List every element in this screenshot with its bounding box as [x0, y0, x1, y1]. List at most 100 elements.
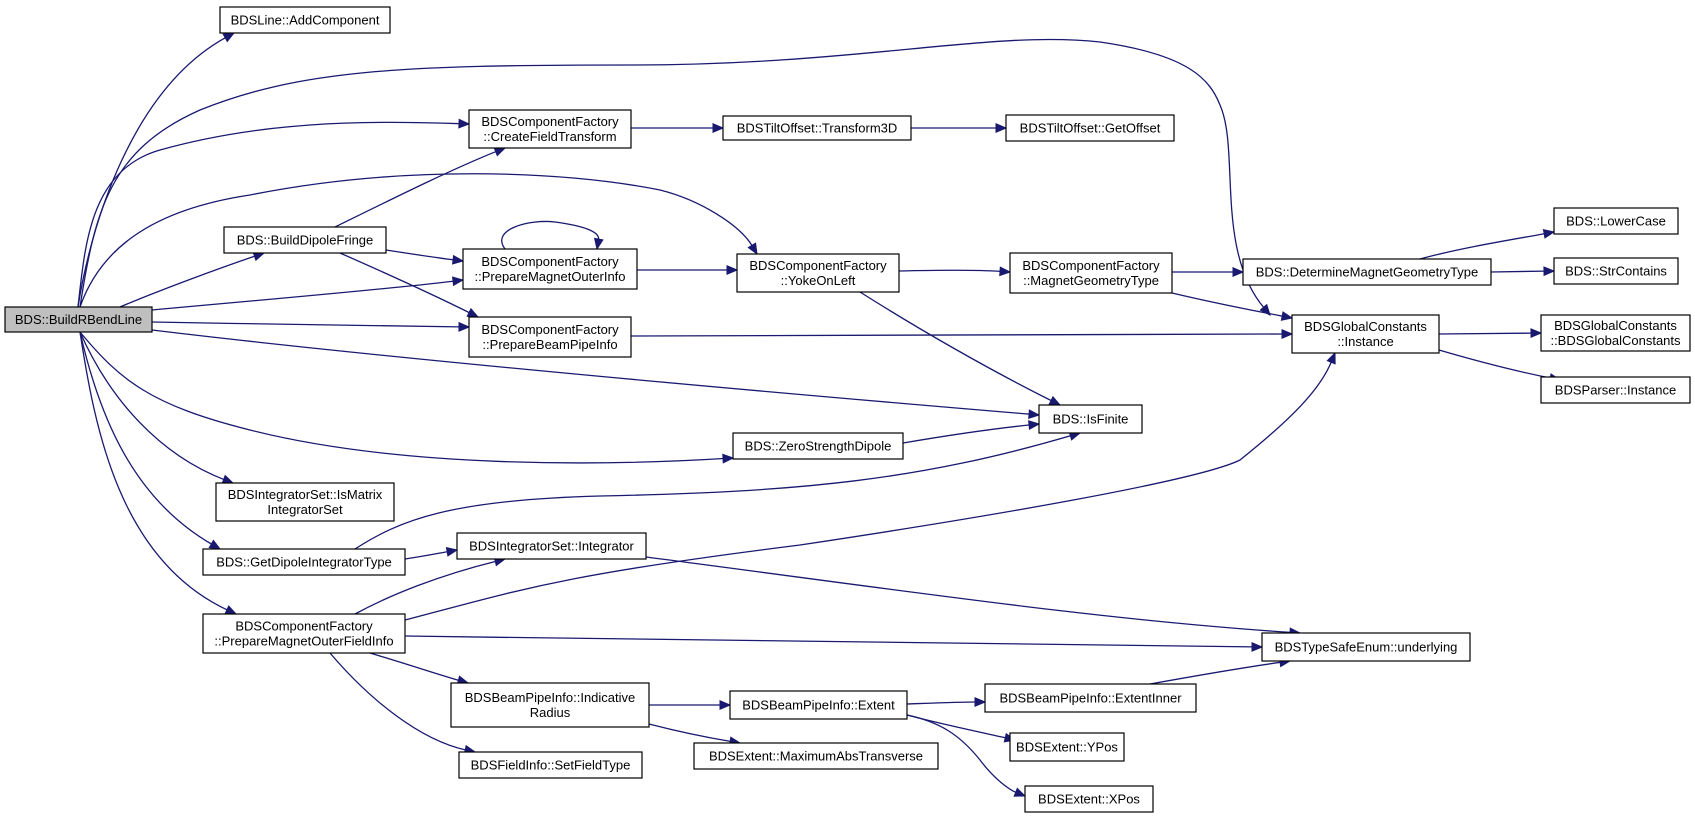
node-builddipolefringe[interactable]: BDS::BuildDipoleFringe	[223, 226, 387, 254]
node-underlying[interactable]: BDSTypeSafeEnum::underlying	[1261, 632, 1471, 662]
edge-builddipolefringe-to-createfieldtransform	[334, 147, 507, 228]
node-integrator[interactable]: BDSIntegratorSet::Integrator	[456, 532, 647, 560]
node-extent[interactable]: BDSBeamPipeInfo::Extent	[729, 690, 908, 720]
node-label: BDSFieldInfo::SetFieldType	[471, 758, 631, 773]
node-root[interactable]: BDS::BuildRBendLine	[4, 306, 153, 333]
node-lowercase[interactable]: BDS::LowerCase	[1553, 207, 1679, 235]
node-label: BDSBeamPipeInfo::ExtentInner	[999, 691, 1182, 706]
node-createfieldtransform[interactable]: BDSComponentFactory::CreateFieldTransfor…	[468, 109, 632, 149]
node-label: BDSComponentFactory	[481, 114, 619, 129]
arrowhead	[445, 546, 459, 557]
arrowhead	[222, 32, 236, 43]
edge-line	[79, 38, 1265, 309]
edge-builddipolefringe-to-preparemagnetouterinfo	[385, 249, 465, 265]
node-ypos[interactable]: BDSExtent::YPos	[1009, 732, 1125, 762]
arrowhead	[726, 265, 739, 275]
arrowhead	[1281, 329, 1294, 339]
edge-line	[1419, 232, 1546, 260]
arrowhead	[458, 321, 471, 332]
arrowhead	[1048, 395, 1062, 406]
edge-root-to-isfinite	[151, 329, 1041, 420]
node-yokeonleft[interactable]: BDSComponentFactory::YokeOnLeft	[736, 253, 900, 293]
edge-yokeonleft-to-magnetgeometrytype	[898, 266, 1012, 277]
node-box	[1261, 632, 1471, 662]
node-maxabstransverse[interactable]: BDSExtent::MaximumAbsTransverse	[693, 742, 939, 770]
node-globalctor[interactable]: BDSGlobalConstants::BDSGlobalConstants	[1540, 314, 1691, 352]
node-getdipoleintegratortype[interactable]: BDS::GetDipoleIntegratorType	[202, 548, 406, 576]
edge-determinemagnetgeometrytype-to-strcontains	[1490, 266, 1556, 277]
arrowhead	[1028, 420, 1041, 430]
node-box	[1291, 314, 1440, 354]
node-isfinite[interactable]: BDS::IsFinite	[1038, 404, 1143, 434]
node-box	[462, 248, 638, 290]
node-box	[722, 115, 912, 141]
node-getoffset[interactable]: BDSTiltOffset::GetOffset	[1005, 114, 1175, 142]
edge-root-to-getdipoleintegratortype	[79, 331, 222, 550]
node-label: BDS::LowerCase	[1566, 214, 1666, 229]
node-label: ::PrepareBeamPipeInfo	[482, 337, 617, 352]
node-magnetgeometrytype[interactable]: BDSComponentFactory::MagnetGeometryType	[1009, 252, 1173, 294]
node-label: BDSComponentFactory	[749, 258, 887, 273]
node-preparemagnetouterinfo[interactable]: BDSComponentFactory::PrepareMagnetOuterI…	[462, 248, 638, 290]
edge-preparemagnetouterfieldinfo-to-underlying	[404, 635, 1264, 652]
edge-line	[645, 556, 1292, 634]
node-label: BDSBeamPipeInfo::Extent	[742, 698, 895, 713]
node-label: BDS::DetermineMagnetGeometryType	[1256, 265, 1479, 280]
edge-magnetgeometrytype-to-globalinstance	[1171, 292, 1294, 321]
edge-indicativeradius-to-extent	[649, 700, 732, 710]
arrowhead	[1028, 409, 1041, 420]
edge-line	[329, 652, 467, 751]
arrowhead	[1326, 351, 1336, 365]
node-box	[1005, 114, 1175, 142]
node-extentinner[interactable]: BDSBeamPipeInfo::ExtentInner	[984, 683, 1197, 713]
node-globalinstance[interactable]: BDSGlobalConstants::Instance	[1291, 314, 1440, 354]
node-xpos[interactable]: BDSExtent::XPos	[1024, 785, 1154, 813]
node-label: BDSTiltOffset::Transform3D	[737, 121, 898, 136]
node-box	[468, 316, 632, 358]
edge-line	[1438, 332, 1533, 335]
node-box	[1553, 257, 1679, 285]
edge-line	[151, 321, 461, 328]
node-determinemagnetgeometrytype[interactable]: BDS::DetermineMagnetGeometryType	[1242, 258, 1492, 286]
arrowhead	[712, 123, 725, 133]
node-setfieldtype[interactable]: BDSFieldInfo::SetFieldType	[458, 751, 643, 779]
node-transform3d[interactable]: BDSTiltOffset::Transform3D	[722, 115, 912, 141]
node-box	[1540, 376, 1691, 404]
node-label: BDSBeamPipeInfo::Indicative	[465, 690, 636, 705]
edge-integrator-to-underlying	[645, 556, 1302, 638]
edge-line	[79, 331, 225, 481]
arrowhead	[974, 697, 987, 707]
node-box	[984, 683, 1197, 713]
arrowhead	[458, 118, 471, 129]
node-parserinstance[interactable]: BDSParser::Instance	[1540, 376, 1691, 404]
arrowhead	[1013, 787, 1027, 797]
arrowhead	[1543, 266, 1556, 277]
node-zerostrengthdipole[interactable]: BDS::ZeroStrengthDipole	[732, 432, 904, 460]
edge-determinemagnetgeometrytype-to-lowercase	[1419, 229, 1556, 260]
node-box	[456, 532, 647, 560]
edge-line	[79, 331, 229, 611]
arrowhead	[722, 453, 735, 464]
node-addcomponent[interactable]: BDSLine::AddComponent	[219, 6, 391, 34]
node-box	[1009, 732, 1125, 762]
edge-indicativeradius-to-maxabstransverse	[648, 723, 742, 747]
node-label: BDSExtent::YPos	[1016, 740, 1118, 755]
arrowhead	[1251, 641, 1264, 652]
edge-extent-to-extentinner	[906, 697, 987, 707]
edge-line	[648, 723, 732, 743]
node-label: BDSIntegratorSet::Integrator	[469, 539, 634, 554]
arrowhead	[593, 237, 604, 251]
node-strcontains[interactable]: BDS::StrContains	[1553, 257, 1679, 285]
node-preparebeampipeinfo[interactable]: BDSComponentFactory::PrepareBeamPipeInfo	[468, 316, 632, 358]
node-preparemagnetouterfieldinfo[interactable]: BDSComponentFactory::PrepareMagnetOuterF…	[202, 613, 406, 654]
node-label: BDSIntegratorSet::IsMatrix	[228, 487, 383, 502]
edge-line	[77, 36, 227, 308]
edge-line	[630, 333, 1284, 337]
edge-line	[339, 252, 471, 314]
edge-extent-to-xpos	[906, 714, 1027, 797]
node-label: BDS::StrContains	[1565, 264, 1667, 279]
arrowhead	[466, 307, 480, 318]
edge-zerostrengthdipole-to-isfinite	[902, 420, 1041, 444]
